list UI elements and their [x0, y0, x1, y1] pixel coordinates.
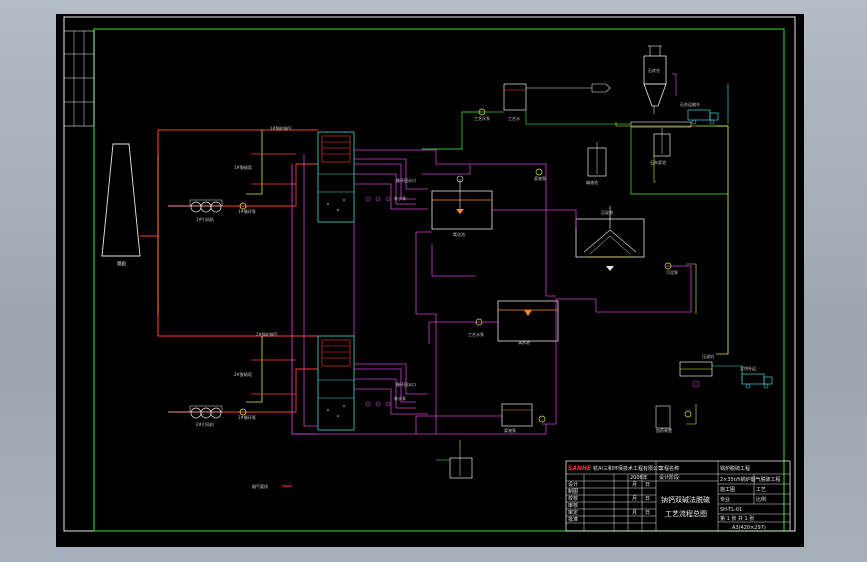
row-label: 批准	[568, 516, 578, 523]
footer-code: A3(420×297)	[732, 525, 766, 531]
sump-pump-label: 浆液泵	[504, 427, 516, 433]
tower-bottom-note: 2#脱硫塔	[234, 371, 252, 377]
slurry-yellow-lines	[615, 122, 729, 425]
brand-logo-text: SANHE	[568, 465, 592, 472]
filter-press-label: 压滤机	[702, 353, 714, 359]
oxidation-tank[interactable]: 氧化池	[431, 175, 493, 237]
sheet-label: 第 1 张 共 1 张	[720, 515, 754, 522]
tower-return-lines: 循环回水口 循环回水口 补水泵 补水泵	[354, 158, 428, 415]
design-label: 专业	[720, 496, 730, 503]
water-pump-label-top: 工艺水泵	[474, 115, 490, 121]
oxid-tank-label: 氧化池	[453, 231, 465, 237]
row-label: 审定	[568, 509, 578, 516]
bottom-vessel[interactable]	[436, 440, 473, 479]
scale-label: 比例	[756, 496, 766, 503]
flue-in-bottom-label: 2#锅炉烟气	[256, 331, 278, 337]
settling-tank[interactable]: 沉淀池	[575, 206, 645, 271]
fan-group-bottom[interactable]: 2#引风机 2#循环泵	[168, 405, 256, 427]
metering-label: 加药装置	[656, 427, 672, 433]
chimney[interactable]: 烟囱	[101, 143, 141, 267]
clear-tank-label: 清水池	[518, 339, 530, 345]
stage-value: 施工图	[720, 486, 735, 493]
absorber-tower-top[interactable]	[317, 131, 355, 223]
day-cell: 日	[645, 482, 650, 488]
design-value: 工艺	[756, 487, 766, 493]
settle-tank-label: 沉淀池	[601, 209, 613, 215]
cad-drawing-canvas[interactable]: 烟囱 1#引风机 1#循环泵 2#引风机 2#循环泵 1#锅炉烟气 1	[56, 14, 804, 547]
return-bottom-label: 循环回水口	[396, 381, 416, 387]
day-cell: 日	[645, 510, 650, 516]
process-flow-diagram: 烟囱 1#引风机 1#循环泵 2#引风机 2#循环泵 1#锅炉烟气 1	[63, 16, 796, 532]
slurry-headers	[291, 149, 547, 435]
title-block: SANHE 杭州三和环保技术工程有限公司 工程名称 锅炉脱硫工程 设计阶段 2×…	[565, 460, 791, 532]
legend: 烟气管线	[252, 483, 292, 489]
truck-top[interactable]: 石灰运输车	[680, 101, 719, 125]
process-water-label: 工艺水	[508, 115, 520, 121]
inner-frame	[93, 28, 785, 532]
row-label: 制图	[568, 488, 578, 495]
return-top-label: 循环回水口	[396, 177, 416, 183]
month-cell: 月	[632, 496, 637, 502]
fan-bottom-label: 2#引风机	[196, 421, 214, 427]
fan-group-top[interactable]: 1#引风机 1#循环泵	[168, 199, 256, 222]
add-pump-label-top: 补水泵	[394, 195, 406, 201]
filter-press[interactable]: 压滤机	[679, 353, 743, 388]
month-cell: 月	[632, 510, 637, 516]
slurry-tank[interactable]: 石灰浆池	[630, 121, 692, 165]
flue-in-top-label: 1#锅炉烟气	[270, 125, 292, 131]
pump-top-label: 1#循环泵	[238, 208, 256, 214]
company-name: 杭州三和环保技术工程有限公司	[593, 465, 663, 472]
process-water-tank[interactable]: 工艺水泵 工艺水	[474, 83, 611, 121]
chimney-label: 烟囱	[117, 260, 126, 267]
water-pump-label-mid: 工艺水泵	[468, 331, 484, 337]
outer-frame	[63, 16, 796, 532]
month-cell: 月	[632, 482, 637, 488]
sludge-pump-label: 污泥泵	[666, 269, 678, 275]
fan-top-label: 1#引风机	[196, 216, 214, 222]
sludge-lines: 污泥泵	[415, 209, 692, 435]
flue-gas-lines	[140, 129, 318, 413]
lime-silo[interactable]: 石灰仓	[643, 45, 677, 114]
clear-to-tower-line	[428, 321, 498, 344]
truck-bottom-label: 泥饼外运	[740, 365, 756, 371]
row-label: 校核	[568, 495, 578, 502]
slurry-pump-label: 浆液泵	[534, 175, 546, 181]
process-water-lines	[422, 84, 729, 354]
add-pump-label-bottom: 补水泵	[394, 395, 406, 401]
alkali-tank-label: 碱液池	[586, 179, 598, 185]
day-cell: 日	[645, 496, 650, 502]
drawing-title-line1: 钠钙双碱法脱硫	[661, 495, 710, 504]
stage-label: 设计阶段	[659, 474, 679, 481]
truck-bottom[interactable]: 泥饼外运	[740, 365, 773, 389]
pump-bottom-label: 2#循环泵	[238, 414, 256, 420]
row-label: 设计	[568, 481, 578, 488]
drawing-title-line2: 工艺流程总图	[665, 509, 707, 518]
absorber-tower-bottom[interactable]	[317, 335, 355, 431]
legend-note: 烟气管线	[252, 483, 268, 489]
binding-strip	[63, 30, 95, 127]
project-value: 2×35t/h锅炉烟气脱硫工程	[720, 476, 781, 483]
lime-silo-label: 石灰仓	[648, 67, 660, 73]
lower-dosing-tank[interactable]: 加药装置	[655, 405, 692, 433]
alkali-tank[interactable]: 浆液泵 碱液池	[534, 142, 607, 185]
clear-water-tank[interactable]: 清水池 工艺水泵	[468, 300, 559, 345]
row-label: 审核	[568, 502, 578, 509]
truck-top-label: 石灰运输车	[680, 101, 700, 107]
lower-sump[interactable]: 浆液泵	[501, 403, 546, 433]
project-label: 工程名称	[659, 465, 679, 472]
date-text: 2006年	[630, 474, 648, 481]
client-name: 锅炉脱硫工程	[720, 465, 750, 472]
tower-top-note: 1#脱硫塔	[234, 164, 252, 170]
slurry-tank-label: 石灰浆池	[650, 159, 666, 165]
drawing-number: SH-TL-01	[720, 507, 742, 513]
